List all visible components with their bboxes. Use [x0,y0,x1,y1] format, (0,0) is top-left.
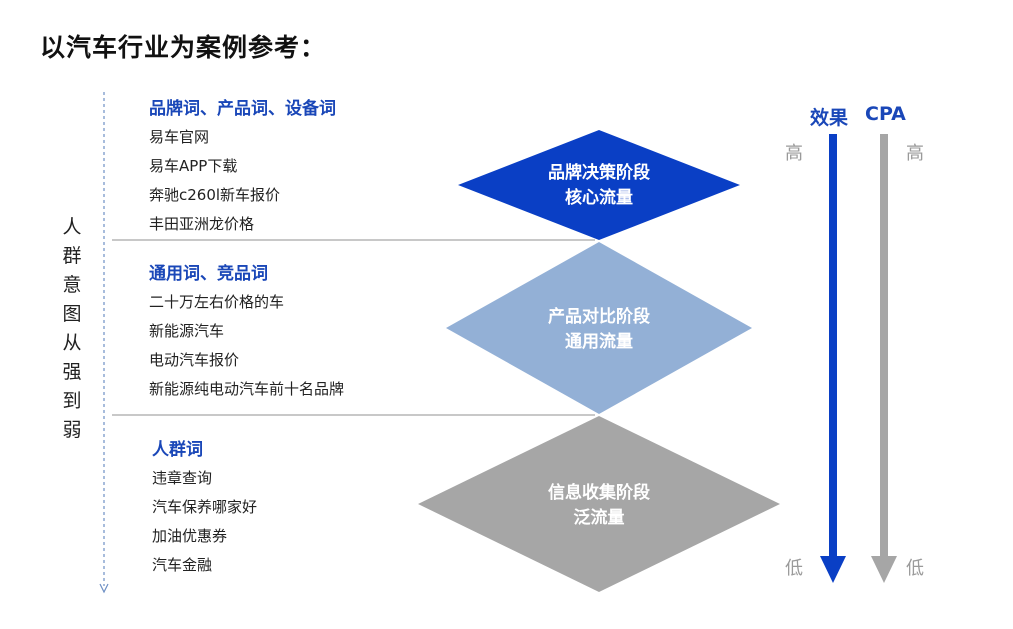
stage-name: 信息收集阶段 [548,483,650,503]
stage-name: 产品对比阶段 [548,307,650,327]
keyword-item: 电动汽车报价 [149,351,240,369]
keyword-item: 违章查询 [152,469,213,487]
keyword-item: 汽车保养哪家好 [152,498,258,516]
keyword-item: 易车APP下载 [149,157,238,175]
keyword-item: 二十万左右价格的车 [149,293,285,311]
side-label-char: 从 [62,332,82,354]
section-heading-brand: 品牌词、产品词、设备词 [149,99,336,119]
stage-diamond-info [418,416,780,592]
keyword-item: 汽车金融 [152,556,213,574]
section-divider [112,239,595,241]
stage-label-info: 信息收集阶段 泛流量 [499,481,699,531]
side-label-char: 到 [62,390,82,412]
cpa-arrow [871,134,897,583]
effect-low-label: 低 [785,558,803,579]
stage-traffic: 核心流量 [565,188,633,208]
keyword-item: 新能源纯电动汽车前十名品牌 [149,380,345,398]
cpa-low-label: 低 [906,558,924,579]
side-label-char: 弱 [62,419,82,441]
stage-label-brand: 品牌决策阶段 核心流量 [499,161,699,211]
stage-traffic: 泛流量 [573,508,625,528]
side-label-char: 人 [62,216,82,238]
effect-high-label: 高 [785,143,803,164]
intent-direction-arrow [99,92,109,594]
stage-name: 品牌决策阶段 [548,163,650,183]
side-label-char: 意 [62,274,82,296]
side-label-char: 图 [62,303,82,325]
page-title: 以汽车行业为案例参考： [40,33,327,62]
keyword-item: 新能源汽车 [149,322,225,340]
side-label-char: 群 [62,245,82,267]
cpa-label: CPA [865,103,906,125]
keyword-item: 易车官网 [149,128,210,146]
side-label-char: 强 [62,361,82,383]
stage-traffic: 通用流量 [565,332,633,352]
keyword-item: 丰田亚洲龙价格 [149,215,255,233]
section-heading-audience: 人群词 [152,440,203,460]
effect-label: 效果 [810,107,849,129]
stage-label-compare: 产品对比阶段 通用流量 [499,305,699,355]
keyword-item: 加油优惠券 [152,527,228,545]
section-divider [112,414,595,416]
effect-arrow [820,134,846,583]
section-heading-generic: 通用词、竞品词 [149,264,268,284]
stage-diamond-compare [446,242,752,414]
cpa-high-label: 高 [906,143,924,164]
stage-diamond-brand [458,130,740,240]
keyword-item: 奔驰c260l新车报价 [149,186,281,204]
